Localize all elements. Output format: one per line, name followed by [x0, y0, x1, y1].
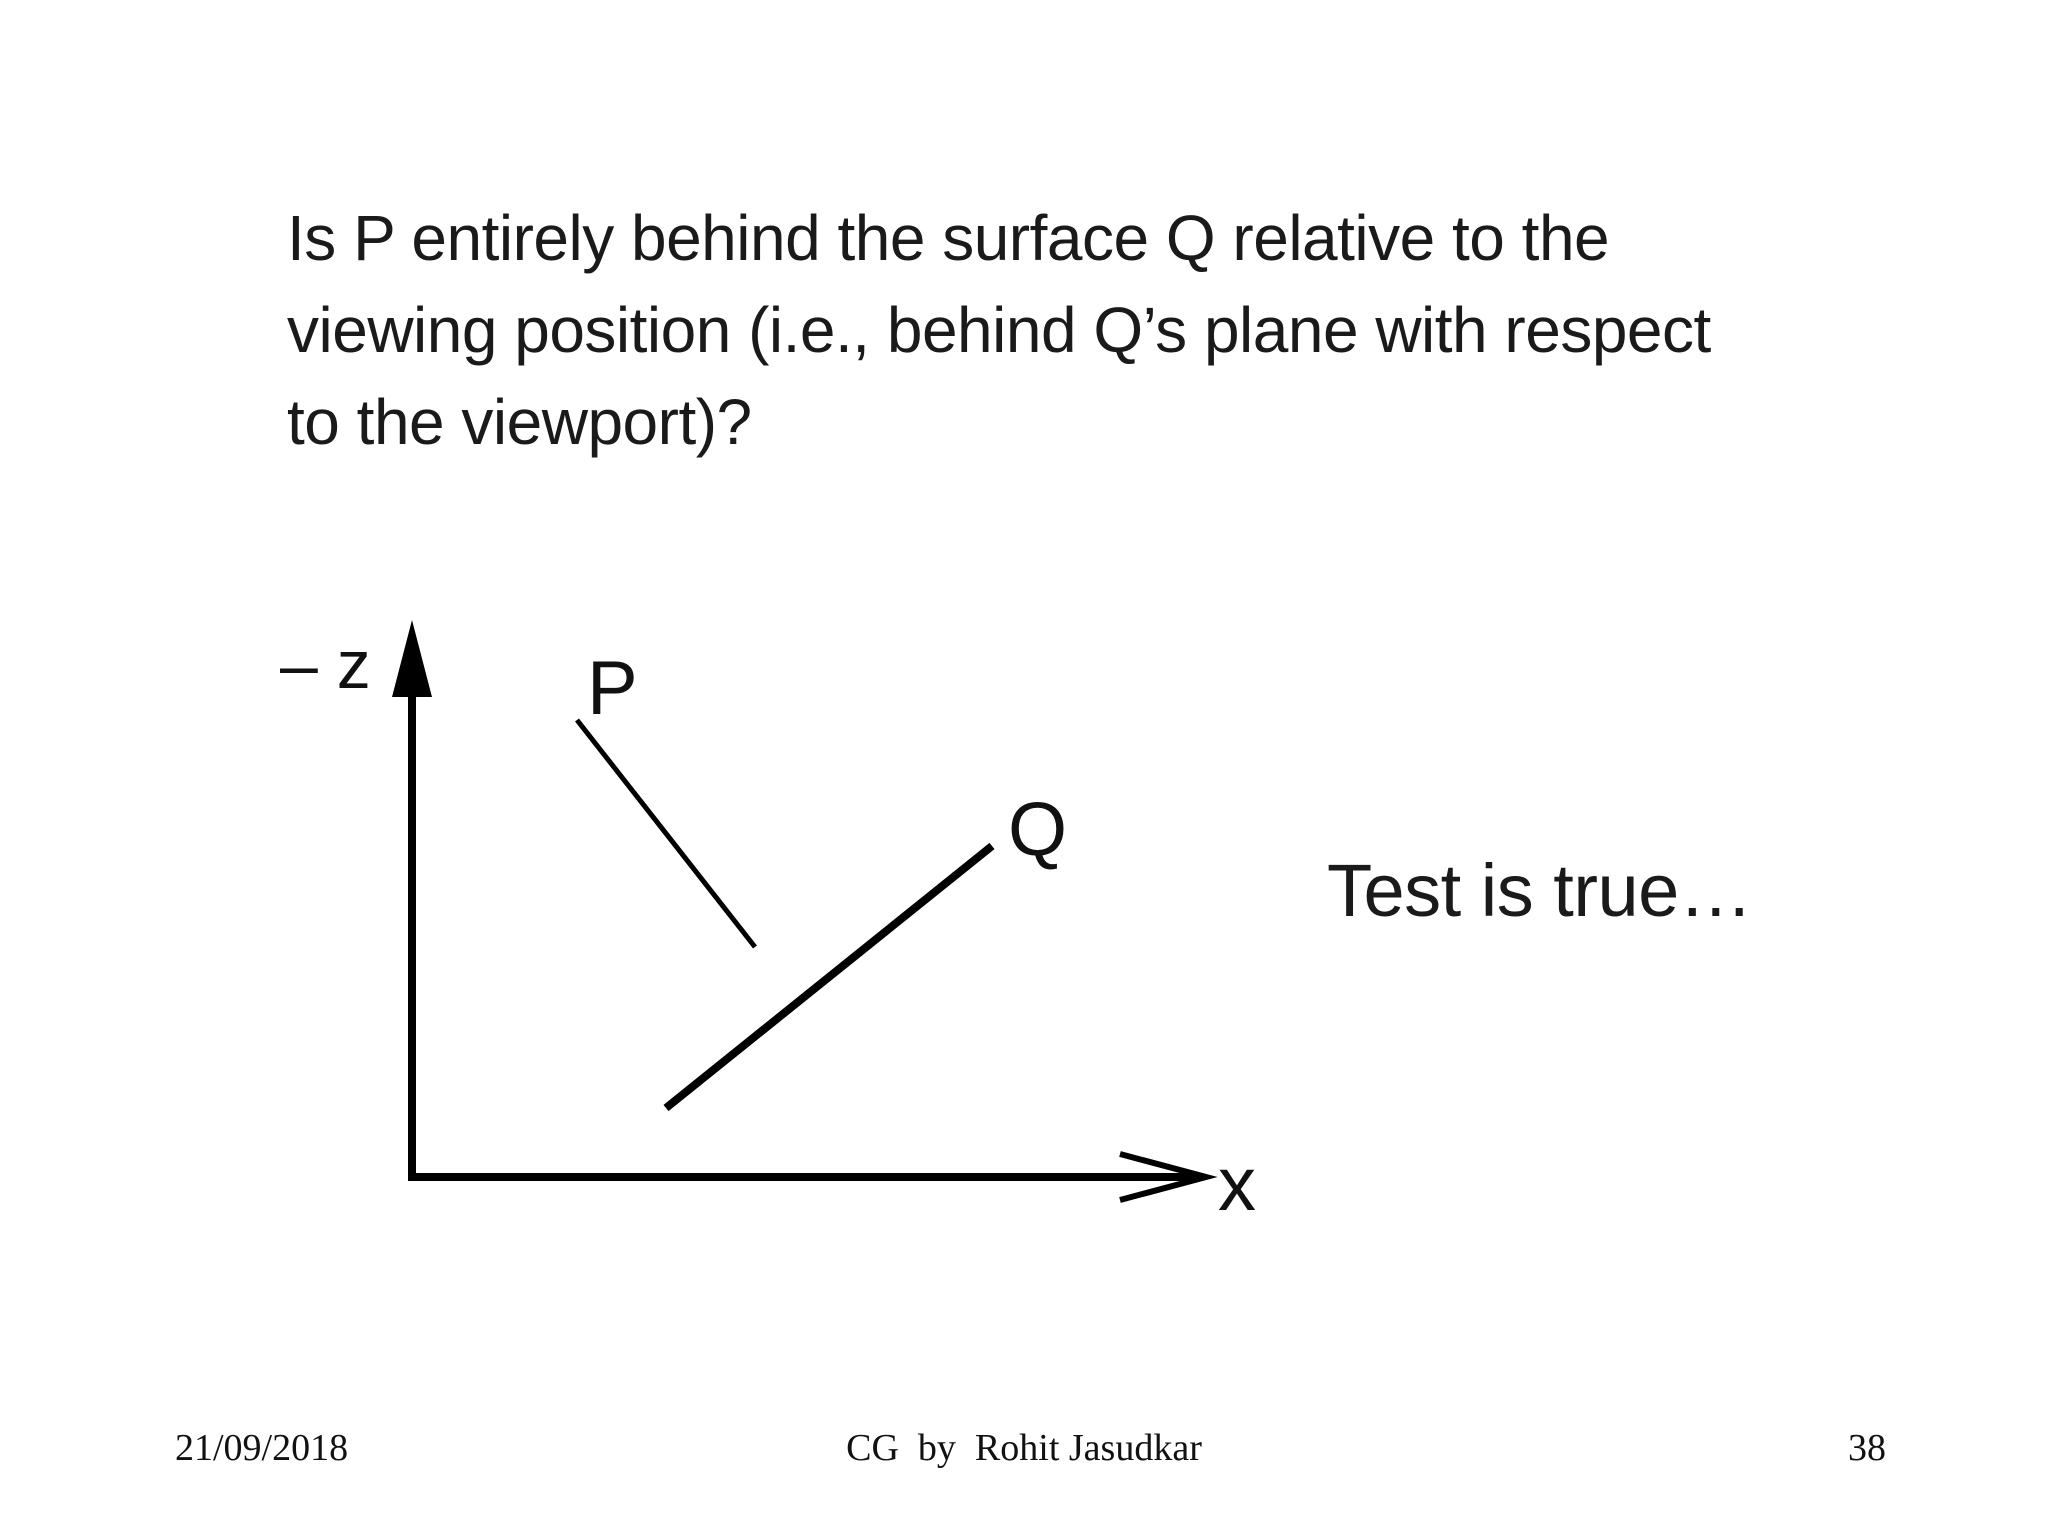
z-axis-arrowhead	[392, 620, 432, 697]
question-line-1: Is P entirely behind the surface Q relat…	[287, 202, 1610, 274]
surface-p-label: P	[587, 646, 638, 731]
surface-q-line	[663, 842, 995, 1112]
surface-p-line	[575, 718, 757, 949]
question-line-3: to the viewport)?	[287, 386, 752, 458]
surface-q-label: Q	[1008, 787, 1067, 872]
test-result-text: Test is true…	[1327, 849, 1753, 932]
footer-title: CG by Rohit Jasudkar	[846, 1427, 1202, 1469]
footer-date: 21/09/2018	[175, 1427, 349, 1469]
x-axis-label: x	[1218, 1142, 1256, 1227]
z-axis-label: – z	[280, 627, 371, 703]
footer-page-number: 38	[1848, 1427, 1886, 1469]
x-axis-arrowhead	[1119, 1151, 1218, 1203]
question-line-2: viewing position (i.e., behind Q’s plane…	[287, 294, 1711, 366]
question-text: Is P entirely behind the surface Q relat…	[287, 192, 1847, 468]
